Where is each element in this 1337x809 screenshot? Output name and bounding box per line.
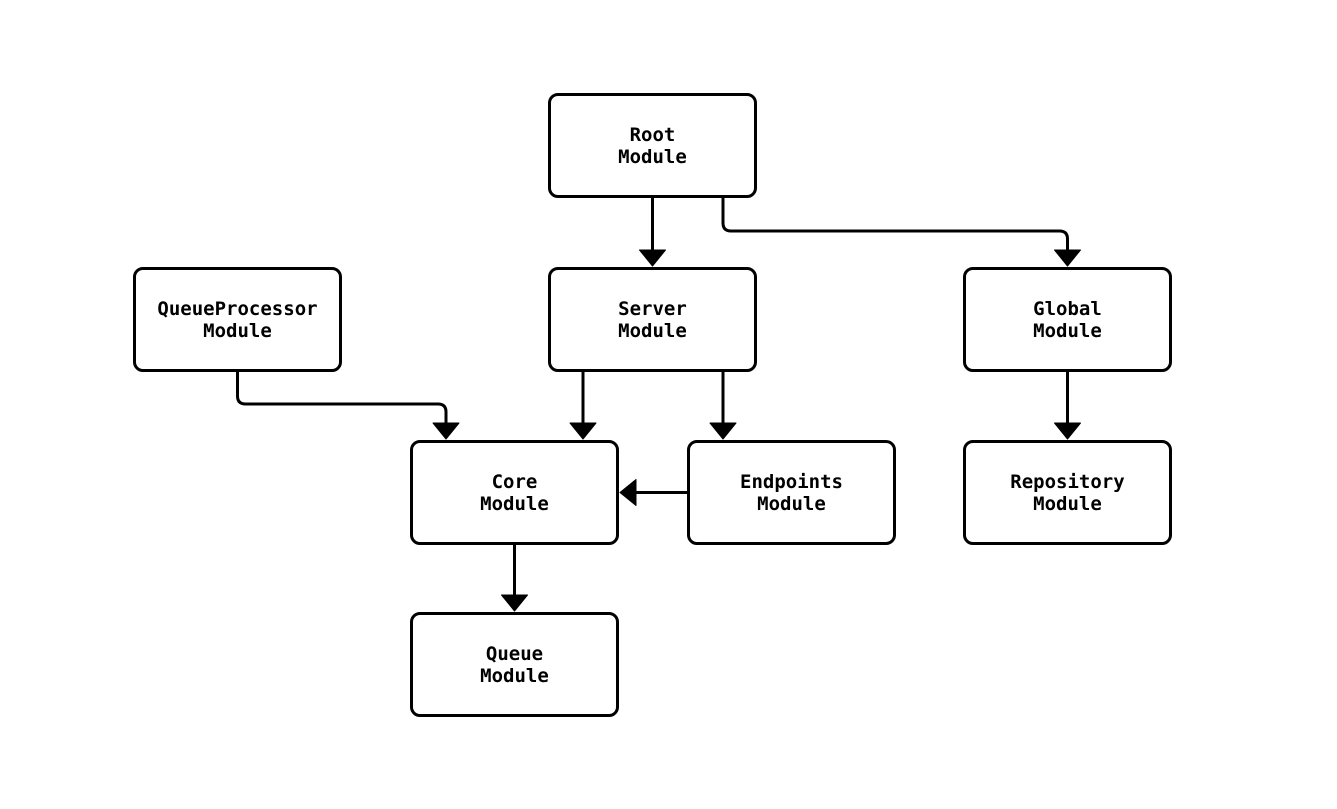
node-queue-module: Queue Module <box>410 612 619 717</box>
node-queueprocessor-module-label: QueueProcessor Module <box>157 297 318 342</box>
arrowhead <box>432 422 460 440</box>
arrowhead <box>1054 422 1081 440</box>
arrowhead <box>501 594 528 612</box>
node-endpoints-module-label: Endpoints Module <box>740 470 843 515</box>
edge-root-to-server <box>639 198 666 267</box>
node-core-module: Core Module <box>410 440 619 545</box>
node-global-module-label: Global Module <box>1033 297 1102 342</box>
node-global-module: Global Module <box>963 267 1172 372</box>
node-root-module-label: Root Module <box>618 123 687 168</box>
node-repository-module-label: Repository Module <box>1010 470 1125 515</box>
node-endpoints-module: Endpoints Module <box>687 440 896 545</box>
edge-server-to-core <box>569 372 597 440</box>
node-core-module-label: Core Module <box>480 470 549 515</box>
node-server-module: Server Module <box>548 267 757 372</box>
edge-global-to-repository <box>1054 372 1081 440</box>
arrowhead <box>709 422 737 440</box>
arrowhead <box>569 422 597 440</box>
edge-line <box>721 198 1069 251</box>
node-queueprocessor-module: QueueProcessor Module <box>133 267 342 372</box>
edge-endpoints-to-core <box>619 479 687 506</box>
node-server-module-label: Server Module <box>618 297 687 342</box>
edge-root-to-global <box>721 198 1081 267</box>
arrowhead <box>619 479 637 506</box>
arrowhead <box>1054 249 1081 267</box>
node-repository-module: Repository Module <box>963 440 1172 545</box>
edge-queueprocessor-to-core <box>236 372 460 440</box>
edge-line <box>236 372 448 424</box>
edge-core-to-queue <box>501 545 528 612</box>
arrowhead <box>639 249 666 267</box>
node-queue-module-label: Queue Module <box>480 642 549 687</box>
node-root-module: Root Module <box>548 93 757 198</box>
edge-server-to-endpoints <box>709 372 737 440</box>
